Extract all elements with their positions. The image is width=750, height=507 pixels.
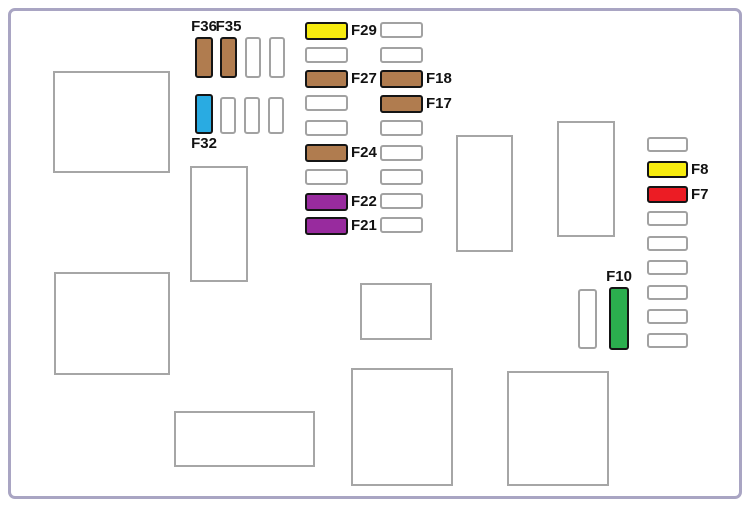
fuse-slot-empty [380, 193, 423, 209]
fuse-F7 [647, 186, 688, 203]
fuse-label-F18: F18 [426, 70, 452, 87]
fuse-slot-empty [647, 333, 688, 348]
fuse-slot-empty [269, 37, 285, 78]
fuse-label-F8: F8 [691, 160, 709, 178]
fuse-label-F24: F24 [351, 144, 377, 161]
fuse-slot-empty [380, 47, 423, 63]
fuse-F22 [305, 193, 348, 211]
fuse-slot-empty [647, 137, 688, 152]
fuse-F29 [305, 22, 348, 40]
module-box-9 [557, 121, 615, 237]
fuse-F35 [220, 37, 237, 78]
fuse-label-F21: F21 [351, 217, 377, 234]
fuse-F27 [305, 70, 348, 88]
module-box-5 [360, 283, 432, 340]
fuse-label-F32: F32 [191, 135, 217, 152]
fuse-F36 [195, 37, 213, 78]
fuse-slot-empty [305, 47, 348, 63]
fuse-label-F7: F7 [691, 185, 709, 203]
fuse-F8 [647, 161, 688, 178]
module-box-4 [174, 411, 315, 467]
fuse-slot-empty [305, 95, 348, 111]
fuse-slot-empty [647, 211, 688, 226]
fuse-slot-empty [380, 22, 423, 38]
fuse-slot-empty [647, 285, 688, 300]
fuse-slot-empty [578, 289, 597, 349]
fuse-label-F27: F27 [351, 70, 377, 87]
fuse-label-F17: F17 [426, 95, 452, 112]
module-box-2 [190, 166, 248, 282]
fuse-label-F36: F36 [191, 18, 217, 35]
fuse-label-F29: F29 [351, 22, 377, 39]
fuse-slot-empty [245, 37, 261, 78]
module-box-6 [351, 368, 453, 486]
fuse-slot-empty [380, 120, 423, 136]
module-box-7 [507, 371, 609, 486]
fuse-F24 [305, 144, 348, 162]
fuse-slot-empty [380, 169, 423, 185]
fuse-label-F22: F22 [351, 193, 377, 210]
fuse-slot-empty [244, 97, 260, 134]
fuse-slot-empty [305, 120, 348, 136]
fuse-label-F35: F35 [215, 18, 242, 35]
fuse-slot-empty [647, 236, 688, 251]
module-box-3 [54, 272, 170, 375]
fuse-F21 [305, 217, 348, 235]
fuse-F10 [609, 287, 629, 350]
fuse-label-F10: F10 [606, 268, 632, 285]
module-box-8 [456, 135, 513, 252]
fuse-slot-empty [268, 97, 284, 134]
fuse-F18 [380, 70, 423, 88]
fuse-slot-empty [647, 309, 688, 324]
fuse-slot-empty [647, 260, 688, 275]
fuse-slot-empty [220, 97, 236, 134]
fuse-slot-empty [380, 145, 423, 161]
module-box-1 [53, 71, 170, 173]
fuse-F32 [195, 94, 213, 134]
fuse-slot-empty [305, 169, 348, 185]
fuse-slot-empty [380, 217, 423, 233]
fuse-F17 [380, 95, 423, 113]
